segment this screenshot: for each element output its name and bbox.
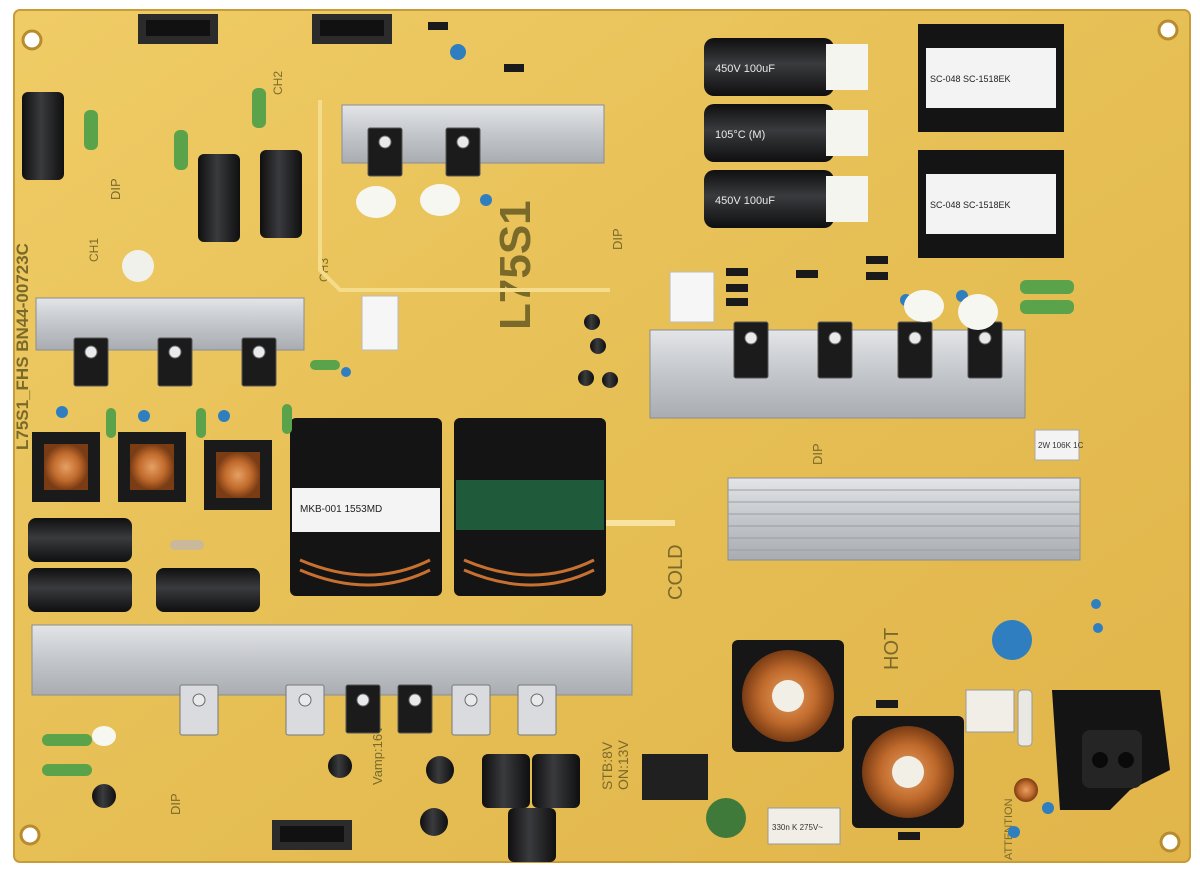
info-sticker [1034, 429, 1080, 461]
dip-label-4: DIP [168, 793, 183, 815]
x-capacitor [965, 689, 1015, 733]
heatsink-mid-right [727, 477, 1081, 561]
heatsinks [31, 104, 1081, 696]
info-sticker-text: 2W 106K 1C [1038, 441, 1084, 450]
fuse [1017, 689, 1033, 747]
main-transformers [290, 418, 606, 596]
stb-label: STB:8V [599, 741, 615, 790]
top-transformer-marking-1: SC-048 SC-1518EK [930, 74, 1011, 84]
part-sticker [361, 295, 399, 351]
top-transformer-marking-2: SC-048 SC-1518EK [930, 200, 1011, 210]
diodes [428, 22, 920, 840]
dip-label-3: DIP [810, 443, 825, 465]
vamp-label: Vamp:16V [370, 725, 385, 785]
thermal-compound [92, 184, 998, 746]
ch2-label: CH2 [271, 71, 285, 95]
top-connectors [138, 14, 392, 850]
x-capacitor-marking: 330n K 275V~ [772, 823, 823, 832]
trace-outline [318, 100, 610, 292]
isolation-slot [605, 520, 675, 526]
hot-zone-label: HOT [881, 628, 903, 670]
transistors [73, 127, 1003, 734]
on-label: ON:13V [615, 740, 631, 790]
line-chokes [732, 640, 1038, 828]
mounting-holes [19, 19, 1181, 853]
ch1-label: CH1 [87, 238, 101, 262]
small-capacitors [578, 314, 618, 388]
model-text: L75S1 [491, 200, 540, 330]
thermistor [122, 250, 154, 282]
blue-capacitors [56, 44, 1103, 838]
metal-tab-transistors [179, 684, 557, 736]
screws [84, 135, 992, 707]
relay [642, 754, 708, 800]
bottom-capacitors [92, 754, 580, 862]
main-transformer-marking: MKB-001 1553MD [300, 504, 382, 515]
dip-label-2: DIP [610, 228, 625, 250]
varistor [706, 798, 746, 838]
x-capacitor-2 [767, 807, 841, 845]
part-number-text: L75S1_FHS BN44-00723C [13, 243, 32, 450]
bulk-cap-marking-1: 450V 100uF [715, 63, 775, 75]
resistors [42, 88, 1074, 776]
dip-label-1: DIP [108, 178, 123, 200]
qr-sticker [669, 271, 715, 323]
small-transformers [32, 432, 272, 510]
top-right-transformers [918, 24, 1064, 258]
cold-zone-label: COLD [665, 544, 687, 600]
heatsink-bottom [31, 624, 633, 696]
bulk-cap-marking-2: 105°C (M) [715, 129, 765, 141]
left-capacitors [22, 92, 302, 612]
bulk-cap-marking-3: 450V 100uF [715, 195, 775, 207]
bulk-capacitors [704, 38, 868, 228]
ac-input-socket [1052, 690, 1170, 810]
